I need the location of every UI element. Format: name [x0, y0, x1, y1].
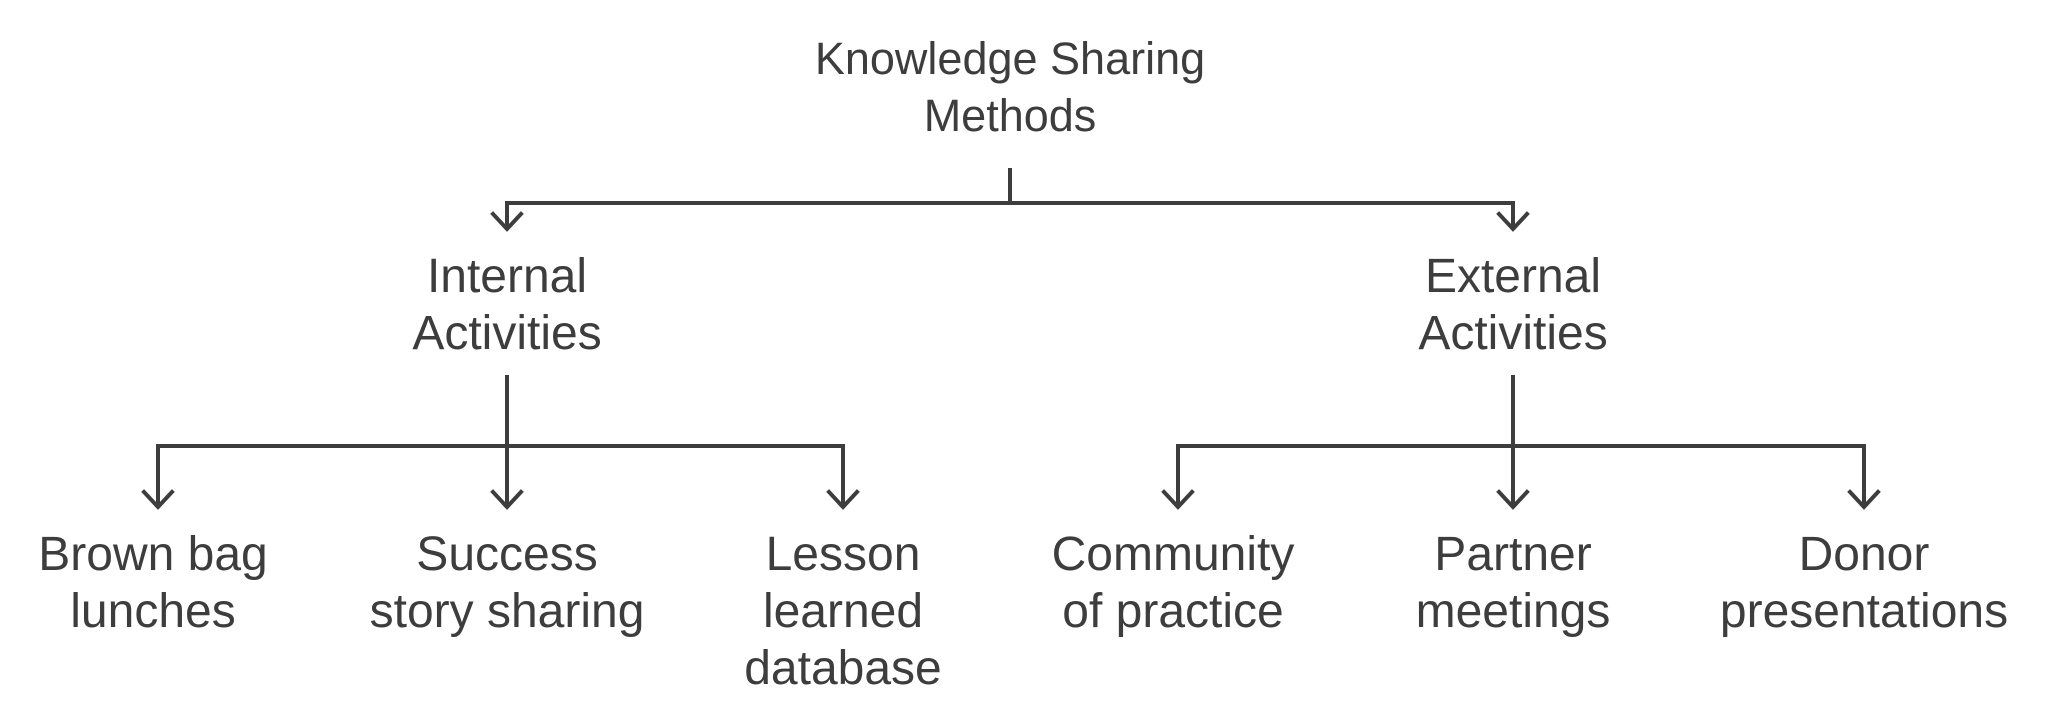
root-node: Knowledge Sharing Methods: [780, 30, 1240, 144]
leaf-node-donor: Donor presentations: [1709, 526, 2019, 640]
leaf-node-lesson-learned: Lesson learned database: [718, 526, 968, 697]
leaf-node-line: presentations: [1719, 585, 2009, 638]
arrowhead-brown-bag: [141, 489, 175, 510]
leaf-node-line: Brown bag: [38, 528, 268, 581]
arrowhead-success-story: [490, 489, 524, 510]
leaf-node-line: story sharing: [369, 585, 645, 638]
leaf-node-line: Partner: [1434, 528, 1592, 581]
branch-node-line: External: [1424, 250, 1602, 303]
leaf-node-success-story: Success story sharing: [352, 526, 662, 640]
leaf-node-line: database: [744, 642, 942, 695]
leaf-node-partner: Partner meetings: [1388, 526, 1638, 640]
leaf-node-line: meetings: [1415, 585, 1611, 638]
branch-node-line: Activities: [412, 307, 602, 360]
leaf-node-brown-bag: Brown bag lunches: [8, 526, 298, 640]
branch-node-external: External Activities: [1363, 248, 1663, 362]
leaf-node-line: learned: [762, 585, 924, 638]
leaf-node-community: Community of practice: [1038, 526, 1308, 640]
branch-node-internal: Internal Activities: [357, 248, 657, 362]
branch-node-line: Internal: [426, 250, 588, 303]
arrowhead-internal: [490, 211, 524, 232]
branch-node-line: Activities: [1418, 307, 1608, 360]
arrowhead-community: [1161, 489, 1195, 510]
leaf-node-line: lunches: [70, 585, 236, 638]
leaf-node-line: Success: [416, 528, 598, 581]
leaf-node-line: of practice: [1062, 585, 1284, 638]
arrowhead-lesson-learned: [826, 489, 860, 510]
root-node-line: Methods: [923, 90, 1097, 141]
arrowhead-external: [1496, 211, 1530, 232]
arrowhead-donor: [1847, 489, 1881, 510]
arrowhead-partner: [1496, 489, 1530, 510]
root-node-line: Knowledge Sharing: [814, 33, 1206, 84]
leaf-node-line: Donor: [1798, 528, 1930, 581]
leaf-node-line: Community: [1051, 528, 1295, 581]
leaf-node-line: Lesson: [765, 528, 921, 581]
